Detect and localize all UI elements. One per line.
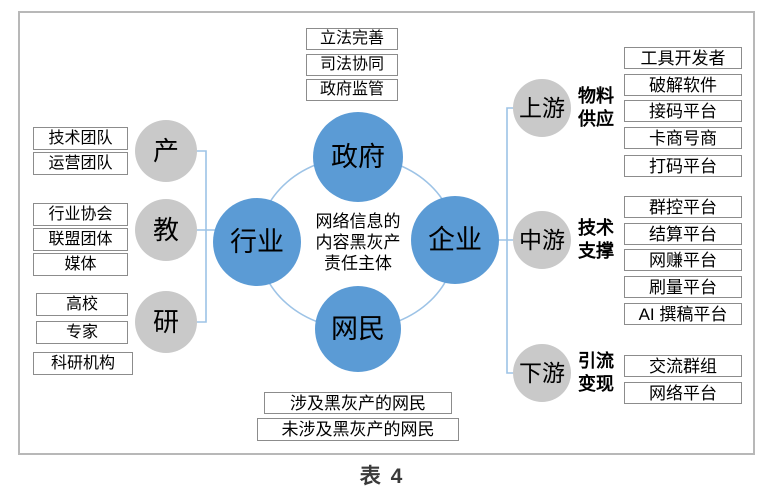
downstream-box-network-platform: 网络平台 <box>624 382 742 404</box>
circle-midstream: 中游 <box>513 211 571 269</box>
center-title-line2: 内容黑灰产 <box>315 233 401 252</box>
midstream-box-online-earning: 网赚平台 <box>624 249 742 271</box>
midstream-label-line2: 支撑 <box>578 241 614 261</box>
upstream-label-line1: 物料 <box>578 86 614 106</box>
midstream-label: 技术 支撑 <box>573 217 619 263</box>
top-box-regulation: 政府监管 <box>306 79 398 101</box>
midstream-box-ai-writing: AI 撰稿平台 <box>624 303 742 325</box>
left-box-media: 媒体 <box>33 253 128 276</box>
circle-government: 政府 <box>313 112 403 202</box>
upstream-box-cracked-software: 破解软件 <box>624 74 742 96</box>
circle-upstream: 上游 <box>513 79 571 137</box>
midstream-box-traffic-boost: 刷量平台 <box>624 276 742 298</box>
top-box-judiciary: 司法协同 <box>306 54 398 76</box>
bottom-box-involved: 涉及黑灰产的网民 <box>264 392 452 414</box>
left-box-tech-team: 技术团队 <box>33 127 128 150</box>
upstream-label-line2: 供应 <box>578 109 614 129</box>
circle-enterprise: 企业 <box>411 196 499 284</box>
upstream-box-card-merchant: 卡商号商 <box>624 127 742 149</box>
downstream-label-line2: 变现 <box>578 374 614 394</box>
center-title-line3: 责任主体 <box>324 254 392 273</box>
upstream-label: 物料 供应 <box>573 85 619 131</box>
midstream-box-settlement: 结算平台 <box>624 223 742 245</box>
left-box-alliance: 联盟团体 <box>33 228 128 251</box>
center-title-line1: 网络信息的 <box>315 212 401 231</box>
circle-netizen: 网民 <box>315 286 401 372</box>
upstream-box-code-receiving: 接码平台 <box>624 100 742 122</box>
downstream-label-line1: 引流 <box>578 351 614 371</box>
left-box-ops-team: 运营团队 <box>33 152 128 175</box>
midstream-label-line1: 技术 <box>578 218 614 238</box>
figure-caption: 表 4 <box>359 465 405 488</box>
center-title: 网络信息的 内容黑灰产 责任主体 <box>298 211 418 274</box>
left-box-university: 高校 <box>36 293 128 316</box>
downstream-box-chat-group: 交流群组 <box>624 355 742 377</box>
bottom-box-not-involved: 未涉及黑灰产的网民 <box>257 418 459 441</box>
left-bracket <box>197 150 215 323</box>
circle-education: 教 <box>135 199 197 261</box>
downstream-label: 引流 变现 <box>573 350 619 396</box>
circle-industry: 行业 <box>213 198 301 286</box>
upstream-box-captcha: 打码平台 <box>624 155 742 177</box>
upstream-box-tool-developer: 工具开发者 <box>624 47 742 69</box>
left-box-research-institute: 科研机构 <box>33 352 133 375</box>
top-box-legislation: 立法完善 <box>306 28 398 50</box>
right-bracket <box>499 107 513 374</box>
left-box-association: 行业协会 <box>33 203 128 226</box>
diagram-frame <box>18 11 755 455</box>
left-box-expert: 专家 <box>36 321 128 344</box>
midstream-box-group-control: 群控平台 <box>624 196 742 218</box>
circle-production: 产 <box>135 120 197 182</box>
circle-downstream: 下游 <box>513 344 571 402</box>
circle-research: 研 <box>135 291 197 353</box>
